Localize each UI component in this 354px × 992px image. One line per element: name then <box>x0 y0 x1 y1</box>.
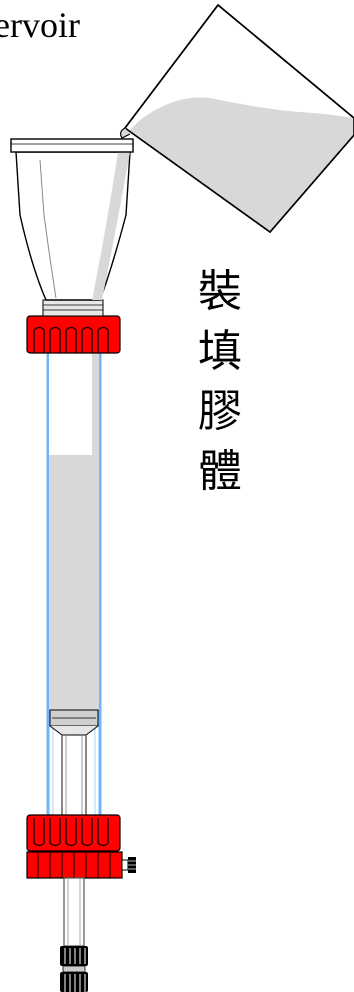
upper-cap <box>26 315 121 354</box>
packing-gel-char-4: 體 <box>198 446 242 497</box>
stopcock-valve <box>26 851 136 879</box>
reservoir-label: ervoir <box>0 5 80 45</box>
luer-fitting <box>60 946 88 992</box>
gel-bed <box>49 350 99 710</box>
packing-gel-char-1: 裝 <box>198 266 242 317</box>
column-outlet <box>49 709 99 820</box>
funnel <box>10 138 134 317</box>
beaker <box>119 3 354 234</box>
packing-gel-char-3: 膠 <box>198 386 242 437</box>
packing-gel-label: 裝 填 膠 體 <box>192 262 248 502</box>
outlet-tubing <box>63 877 85 947</box>
packing-gel-char-2: 填 <box>198 326 242 377</box>
lower-cap <box>26 814 121 852</box>
